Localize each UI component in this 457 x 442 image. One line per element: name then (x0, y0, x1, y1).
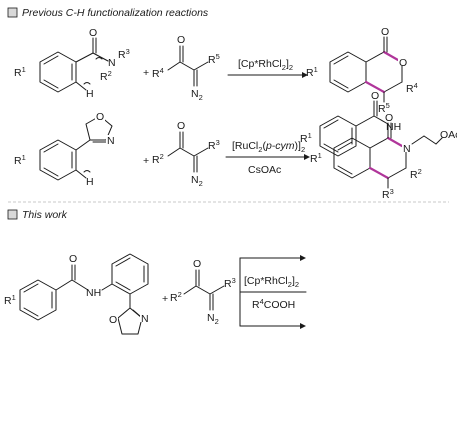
atom-R1: R1 (306, 65, 318, 79)
atom-R1: R1 (310, 151, 322, 165)
reaction-1: O N R3 R2 H R1 + O R4 R5 N2 [Cp*RhCl2]2 (14, 26, 418, 115)
atom-R5: R5 (208, 52, 220, 66)
atom-N: N (141, 313, 149, 325)
reaction-2-catalyst: [RuCl2(p-cym)]2 (232, 140, 305, 154)
atom-R1: R1 (14, 153, 26, 167)
atom-R3: R3 (208, 138, 220, 152)
reaction-2-arrow: [RuCl2(p-cym)]2 CsOAc (225, 140, 310, 176)
atom-H: H (86, 176, 94, 188)
atom-R3: R3 (382, 187, 394, 201)
reaction-2: O N H R1 + O R2 R3 N2 [RuCl2(p-cym)]2 Cs… (14, 111, 457, 201)
bullet-square-icon (7, 209, 18, 220)
atom-R2: R2 (410, 167, 422, 181)
atom-R3: R3 (118, 47, 130, 61)
reaction-3-substrate: O NH N O R1 (4, 253, 150, 335)
atom-R4: R4 (406, 81, 418, 95)
reaction-1-catalyst: [Cp*RhCl2]2 (238, 58, 293, 72)
atom-O: O (399, 57, 407, 69)
atom-N: N (403, 143, 411, 155)
atom-R4: R4 (152, 66, 164, 80)
plus-sign: + (143, 155, 149, 167)
atom-R5: R5 (378, 101, 390, 115)
atom-R1: R1 (14, 65, 26, 79)
atom-O: O (177, 120, 185, 132)
reaction-1-product: O O R4 R5 R1 (306, 26, 418, 115)
atom-R2: R2 (152, 152, 164, 166)
reaction-2-product: O N OAc R2 R3 R1 (310, 112, 457, 201)
atom-R1: R1 (4, 293, 16, 307)
reaction-2-diazo: O R2 R3 N2 (152, 120, 220, 188)
atom-N: N (108, 57, 116, 69)
reaction-1-diazo: O R4 R5 N2 (152, 34, 220, 102)
atom-NH: NH (386, 121, 401, 133)
atom-O: O (109, 314, 117, 326)
atom-R2: R2 (170, 290, 182, 304)
section-title-this-work: This work (22, 209, 68, 221)
atom-O: O (193, 258, 201, 270)
section-header-previous: Previous C-H functionalization reactions (7, 7, 209, 19)
atom-N2: N2 (207, 312, 219, 326)
reaction-2-substrate: O N H R1 (14, 111, 116, 188)
reaction-3-additive: R4COOH (252, 297, 295, 311)
atom-O: O (69, 253, 77, 265)
reaction-3: O NH N O R1 + O R2 R3 (4, 90, 401, 335)
reaction-3-diazo: O R2 R3 N2 (170, 258, 236, 326)
atom-N2: N2 (191, 174, 203, 188)
atom-H: H (86, 88, 94, 100)
reaction-3-catalyst: [Cp*RhCl2]2 (244, 275, 299, 289)
reaction-1-arrow: [Cp*RhCl2]2 (227, 58, 308, 78)
atom-N: N (107, 135, 115, 147)
atom-O: O (385, 112, 393, 124)
atom-O: O (177, 34, 185, 46)
atom-R1: R1 (300, 131, 312, 145)
atom-N2: N2 (191, 88, 203, 102)
reaction-3-product-isocoumarin: O NH R1 (300, 90, 401, 157)
reaction-2-additive: CsOAc (248, 164, 281, 176)
reaction-3-arrow: [Cp*RhCl2]2 R4COOH (239, 255, 307, 329)
atom-R3: R3 (224, 276, 236, 290)
atom-O: O (89, 27, 97, 39)
section-header-this-work: This work (7, 209, 68, 221)
bullet-square-icon (7, 7, 18, 18)
reaction-1-substrate: O N R3 R2 H R1 (14, 27, 130, 100)
atom-O: O (381, 26, 389, 38)
atom-R2: R2 (100, 69, 112, 83)
atom-O: O (96, 111, 104, 123)
section-title-previous: Previous C-H functionalization reactions (22, 7, 209, 19)
atom-O: O (371, 90, 379, 102)
plus-sign: + (162, 293, 168, 305)
plus-sign: + (143, 67, 149, 79)
atom-NH: NH (86, 287, 101, 299)
atom-OAc: OAc (440, 129, 457, 141)
